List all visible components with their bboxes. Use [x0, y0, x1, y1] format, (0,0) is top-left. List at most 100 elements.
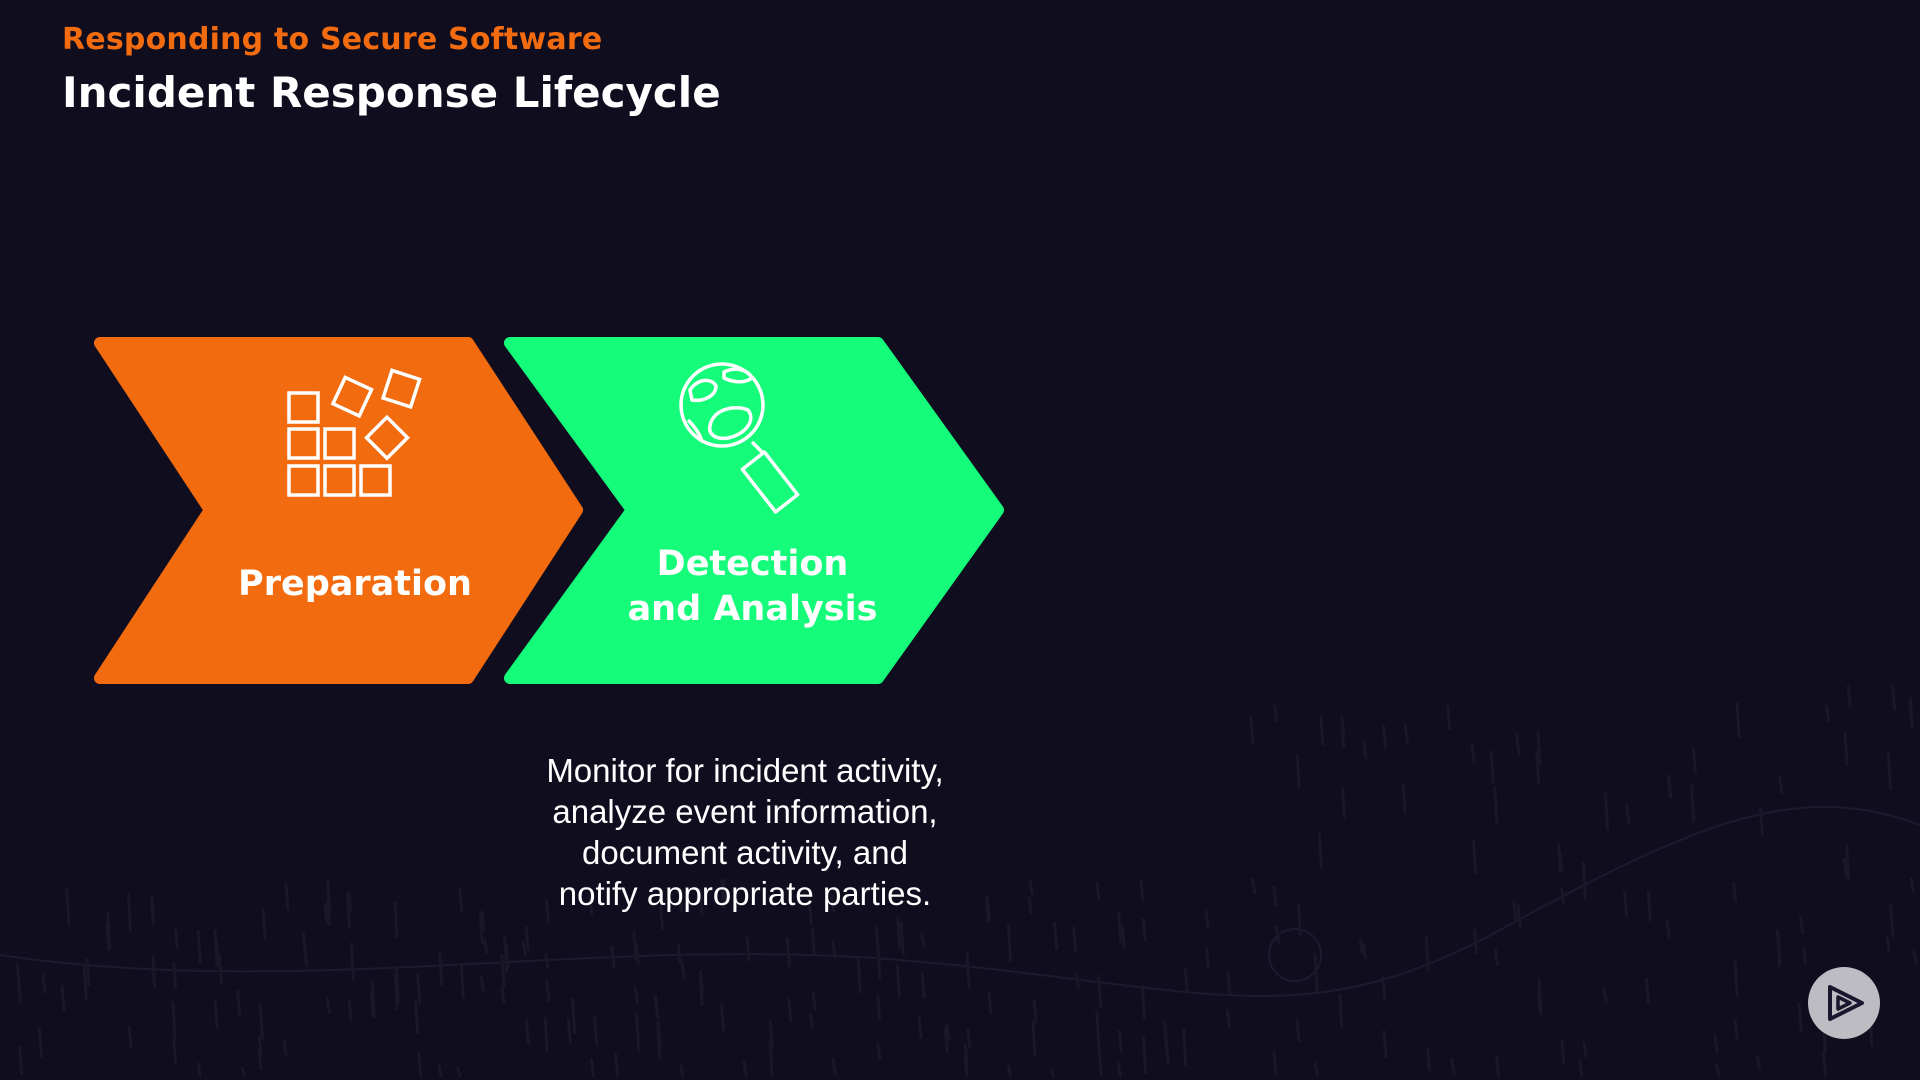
background-tick	[876, 995, 882, 1021]
background-tick	[1182, 1028, 1188, 1067]
background-tick	[1027, 896, 1033, 915]
background-tick	[524, 926, 530, 951]
background-tick	[213, 929, 219, 968]
play-button[interactable]	[1808, 967, 1880, 1039]
background-tick	[1295, 1018, 1301, 1043]
background-tick	[236, 990, 242, 1017]
background-tick	[1028, 879, 1034, 896]
background-tick	[1273, 704, 1279, 723]
background-tick	[173, 928, 179, 950]
background-tick	[1121, 925, 1127, 949]
background-tick	[1425, 1046, 1431, 1071]
background-tick	[896, 916, 902, 950]
background-tick	[1515, 733, 1521, 756]
background-tick	[1644, 977, 1650, 1005]
globe-magnifier-icon	[679, 362, 800, 514]
background-tick	[720, 1004, 726, 1031]
course-title: Responding to Secure Software	[62, 22, 603, 57]
background-tick	[1512, 900, 1518, 923]
background-tick	[680, 962, 686, 980]
background-tick	[856, 965, 862, 994]
background-tick	[257, 1048, 263, 1071]
background-tick	[963, 1043, 969, 1069]
background-tick	[171, 1001, 177, 1040]
background-tick	[1097, 1046, 1103, 1078]
background-tick	[1843, 732, 1849, 767]
background-tick	[323, 904, 329, 924]
background-tick	[1183, 967, 1189, 994]
background-tick	[876, 1042, 882, 1061]
background-tick	[1667, 774, 1673, 799]
background-tick	[1691, 747, 1697, 774]
background-tick	[126, 893, 132, 931]
background-tick	[1909, 877, 1915, 893]
background-tick	[105, 922, 111, 951]
background-tick	[614, 1053, 620, 1078]
background-tick	[483, 938, 489, 954]
background-tick	[566, 1017, 572, 1045]
background-tick	[1006, 1064, 1012, 1078]
background-tick	[1142, 1035, 1148, 1075]
background-tick	[1225, 1009, 1231, 1029]
background-tick	[414, 999, 420, 1035]
background-tick	[213, 1000, 219, 1029]
background-tick	[370, 981, 376, 1018]
background-tick	[610, 945, 616, 969]
background-tick	[1096, 974, 1102, 1008]
background-tick	[172, 1037, 178, 1064]
background-tick	[82, 962, 88, 1001]
background-tick	[745, 936, 751, 962]
background-tick	[504, 943, 510, 969]
background-tick	[1536, 730, 1542, 767]
background-tick	[417, 1052, 423, 1078]
background-tick	[1758, 807, 1764, 836]
background-tick	[1006, 924, 1012, 962]
background-tick	[326, 880, 332, 914]
background-tick	[787, 998, 793, 1023]
background-tick	[282, 1038, 288, 1058]
background-tick	[1581, 861, 1587, 900]
background-tick	[459, 962, 465, 1000]
background-tick	[943, 1027, 949, 1054]
chevron-preparation	[94, 337, 583, 684]
background-tick	[1578, 1058, 1584, 1078]
background-tick	[1536, 989, 1542, 1015]
background-tick	[1317, 833, 1323, 870]
background-tick	[127, 1025, 133, 1049]
background-tick	[807, 901, 813, 925]
background-tick	[458, 888, 464, 913]
background-tick	[899, 921, 905, 955]
background-tick	[1604, 792, 1610, 831]
background-tick	[1116, 1062, 1122, 1078]
background-tick	[1053, 921, 1059, 951]
background-tick	[1908, 696, 1914, 728]
background-tick	[15, 962, 21, 990]
background-tick	[1319, 715, 1325, 747]
description-line: document activity, and	[582, 834, 908, 871]
background-tick	[1535, 749, 1541, 786]
background-tick	[659, 905, 665, 930]
background-tick	[920, 932, 926, 948]
background-tick	[1735, 701, 1741, 739]
background-tick	[1690, 784, 1696, 823]
background-tick	[416, 973, 422, 1005]
background-tick	[1560, 887, 1566, 905]
background-tick	[500, 953, 506, 989]
background-tick	[1117, 911, 1123, 944]
background-tick	[258, 1003, 264, 1040]
background-tick	[284, 882, 290, 911]
background-tick	[679, 1064, 685, 1078]
background-tick	[808, 1012, 814, 1029]
background-tick	[895, 964, 901, 998]
background-tick	[987, 990, 993, 1014]
background-tick	[1776, 929, 1782, 967]
background-tick	[1733, 960, 1739, 998]
background-tick	[349, 942, 355, 981]
background-tick	[1891, 684, 1897, 711]
phase-label-detection-line-1: Detection	[656, 544, 849, 584]
background-tick	[1889, 903, 1895, 938]
background-tick	[810, 927, 816, 955]
background-tick	[257, 1036, 263, 1056]
background-tick	[500, 986, 506, 1004]
